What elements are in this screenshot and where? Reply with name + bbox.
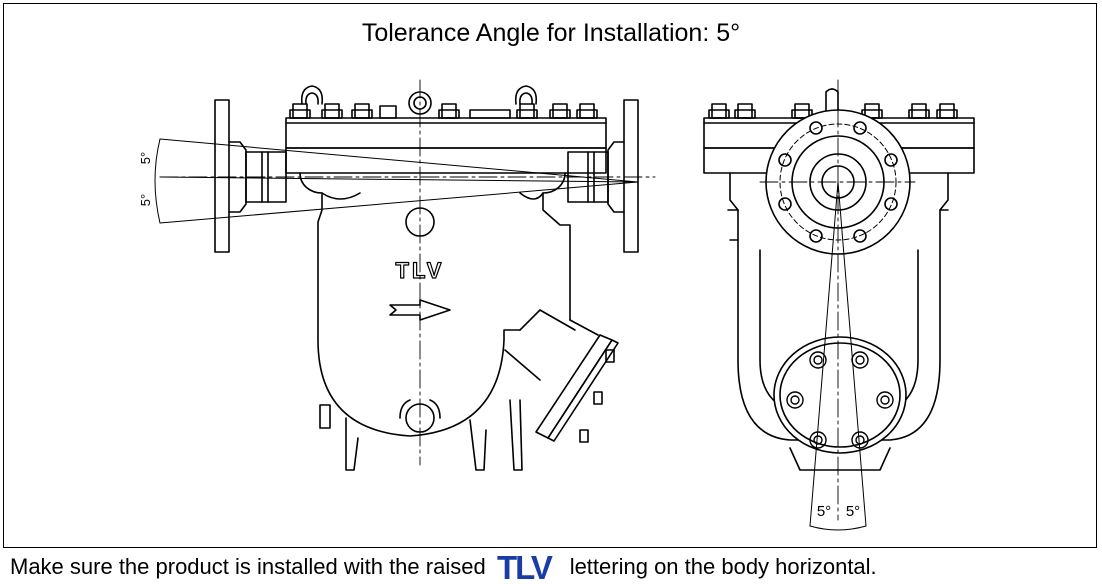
note-text-after: lettering on the body horizontal.: [569, 554, 877, 579]
outlet-flange: [623, 99, 639, 253]
front-flange-bolt-holes: [778, 121, 898, 243]
diagram-frame: Tolerance Angle for Installation: 5°: [3, 3, 1097, 548]
diagram-title: Tolerance Angle for Installation: 5°: [361, 19, 741, 47]
body-tlv-logo: TLV: [396, 258, 445, 283]
side-body: [299, 172, 521, 437]
side-tolerance-lines: [154, 138, 639, 224]
side-angle-label-upper: 5°: [138, 152, 153, 164]
side-drain-outlet: [504, 309, 619, 443]
installation-note: Make sure the product is installed with …: [10, 551, 1100, 583]
side-view: TLV 5° 5°: [138, 79, 656, 471]
tlv-logo: TLV: [497, 552, 555, 582]
front-view: 5° 5°: [703, 79, 975, 531]
side-centerlines: [159, 79, 656, 466]
svg-text:TLV: TLV: [497, 552, 553, 582]
note-text-before: Make sure the product is installed with …: [10, 554, 486, 579]
front-angle-label-left: 5°: [817, 503, 831, 520]
front-centerlines: [759, 79, 916, 521]
front-tolerance-lines: [809, 181, 867, 531]
strainer-drawing: TLV 5° 5°: [138, 79, 975, 531]
side-angle-label-lower: 5°: [138, 194, 153, 206]
side-top-bolts: [289, 103, 598, 119]
front-bottom-cap: [773, 336, 907, 454]
front-angle-label-right: 5°: [846, 503, 860, 520]
inlet-flange: [214, 99, 230, 253]
